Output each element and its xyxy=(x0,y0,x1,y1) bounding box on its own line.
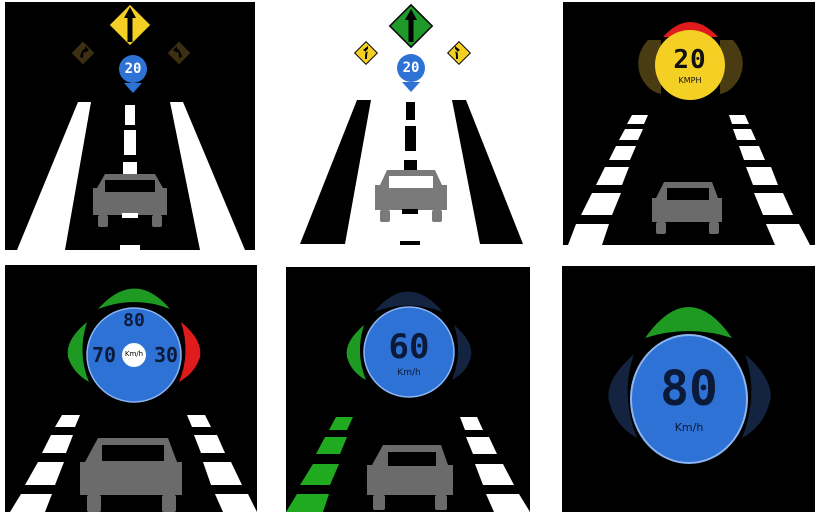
speed-gauge-icon xyxy=(630,334,748,464)
gauge-speed-value: 20 xyxy=(673,45,707,75)
car-icon xyxy=(367,445,453,510)
top-indicator-icon xyxy=(374,291,443,312)
lane-markers-right xyxy=(729,115,810,245)
lane-markers-left xyxy=(568,115,648,245)
gauge-unit-label: Km/h xyxy=(124,350,144,358)
speed-gauge-icon xyxy=(363,306,455,398)
left-indicator-icon xyxy=(638,40,661,94)
road-scene xyxy=(568,22,810,245)
speed-marker-icon xyxy=(397,54,425,92)
car-icon xyxy=(93,174,167,227)
gauge-speed-value: 60 xyxy=(388,327,430,367)
top-indicator-icon xyxy=(645,307,732,338)
right-indicator-icon xyxy=(179,322,201,382)
lane-markers-right xyxy=(460,417,530,512)
hud-panel-yellow-gauge: 20 KMPH xyxy=(563,2,815,245)
gauge-unit-label: KMPH xyxy=(678,76,702,85)
right-indicator-icon xyxy=(742,354,771,438)
gauge-unit-label: Km/h xyxy=(674,421,704,434)
speed-marker-value: 20 xyxy=(124,61,142,77)
road-scene xyxy=(286,291,530,512)
gauge-scene xyxy=(608,307,771,464)
road-scene xyxy=(17,2,245,250)
right-indicator-icon xyxy=(720,40,743,94)
straight-arrow-sign-icon xyxy=(388,3,434,49)
left-indicator-icon xyxy=(67,322,89,382)
speed-marker-value: 20 xyxy=(402,60,420,76)
hud-panel-green-lane: 60 Km/h xyxy=(286,267,530,512)
gauge-top-speed-value: 80 xyxy=(123,310,145,331)
top-indicator-icon xyxy=(98,288,170,309)
hud-panel-light-signs: 20 xyxy=(285,2,535,250)
left-indicator-icon xyxy=(608,354,637,438)
left-indicator-icon xyxy=(346,325,366,380)
gauge-unit-label: Km/h xyxy=(397,368,421,378)
gauge-left-speed-value: 70 xyxy=(91,343,117,367)
car-icon xyxy=(80,438,182,512)
gauge-right-speed-value: 30 xyxy=(153,343,179,367)
curve-right-sign-icon xyxy=(446,40,472,66)
unit-badge-icon xyxy=(122,343,146,367)
lane-markers-left xyxy=(286,417,353,512)
road-scene xyxy=(10,288,257,512)
hud-panel-multi-speed: 80 70 30 Km/h xyxy=(5,265,257,512)
hud-panel-dark-signs: 20 xyxy=(5,2,255,250)
straight-arrow-sign-icon xyxy=(107,2,153,48)
hud-panel-large-gauge: 80 Km/h xyxy=(562,266,815,512)
curve-left-sign-icon xyxy=(353,40,379,66)
road-scene xyxy=(300,3,523,245)
lane-markers-right xyxy=(187,415,257,512)
curve-left-sign-icon xyxy=(71,41,95,65)
car-icon xyxy=(375,170,447,222)
right-indicator-icon xyxy=(452,325,472,380)
car-icon xyxy=(652,182,722,234)
speed-gauge-icon xyxy=(655,30,725,100)
curve-right-sign-icon xyxy=(167,41,191,65)
speed-marker-icon xyxy=(119,55,147,93)
lane-markers-left xyxy=(10,415,80,512)
gauge-speed-value: 80 xyxy=(660,361,718,417)
